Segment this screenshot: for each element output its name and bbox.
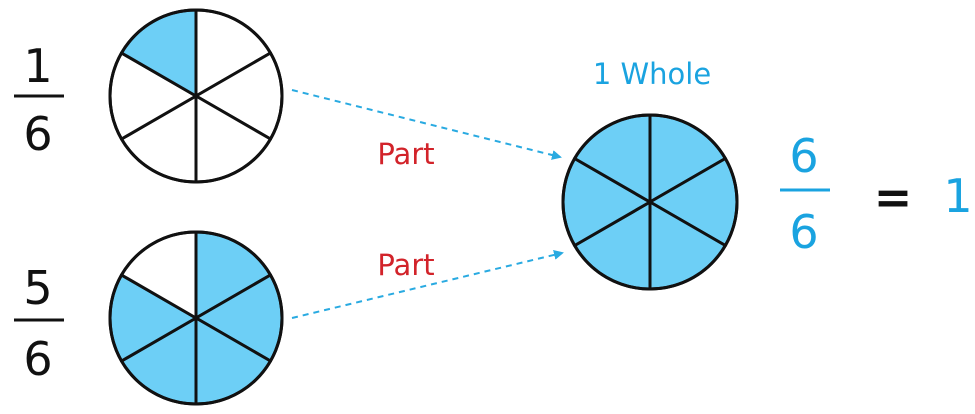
whole-outline	[561, 113, 739, 291]
fraction-five-sixths: 5 6	[14, 261, 64, 386]
circle-one-sixth	[108, 8, 284, 184]
whole-numerator: 6	[789, 129, 818, 183]
arrow-bottom-to-whole	[291, 250, 564, 319]
whole-denominator: 6	[789, 205, 818, 259]
one-sixth-denominator: 6	[23, 107, 52, 161]
circle-whole	[561, 113, 739, 291]
five-sixths-denominator: 6	[23, 332, 52, 386]
whole-title: 1 Whole	[593, 57, 711, 91]
part-label-bottom: Part	[377, 248, 434, 282]
one-sixth-numerator: 1	[23, 39, 52, 93]
fraction-one-sixth: 1 6	[14, 39, 64, 161]
equals-sign: =	[874, 170, 913, 224]
part-label-top: Part	[377, 137, 434, 171]
result-value: 1	[943, 169, 972, 223]
arrow-top-to-whole	[291, 89, 562, 160]
five-sixths-numerator: 5	[23, 261, 52, 315]
fraction-whole: 6 6	[780, 129, 830, 259]
one-sixth-outline	[108, 8, 284, 184]
circle-five-sixths	[108, 230, 284, 406]
five-sixths-outline	[108, 230, 284, 406]
